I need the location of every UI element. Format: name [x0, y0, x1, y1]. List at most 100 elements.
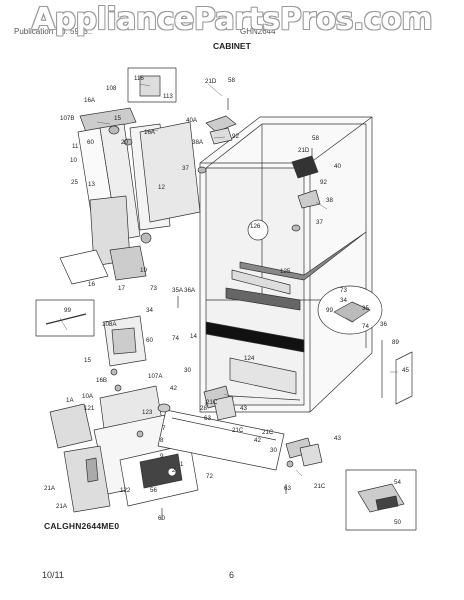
publication-header: Publication No: 5995..: [14, 27, 93, 36]
part-label-21C-d: 21C: [314, 483, 326, 490]
part-label-92-right: 92: [320, 179, 327, 186]
part-label-54: 54: [394, 479, 401, 486]
part-label-113: 113: [163, 93, 173, 100]
part-label-30-left: 30: [184, 367, 191, 374]
part-label-73-right: 73: [340, 287, 347, 294]
part-label-35: 35: [362, 305, 369, 312]
part-label-122: 122: [120, 487, 131, 494]
footer-page-number: 6: [229, 570, 235, 580]
part-label-37-left: 37: [182, 165, 189, 172]
part-label-107A: 107A: [148, 373, 163, 380]
part-label-56: 56: [150, 487, 157, 494]
part-label-2: 2: [172, 467, 176, 474]
part-label-1: 1: [180, 461, 184, 468]
kick-plate: [157, 403, 285, 471]
part-label-37-right: 37: [316, 219, 323, 226]
part-label-12: 12: [158, 184, 165, 191]
part-label-21C-a: 21C: [206, 399, 218, 406]
part-label-125: 125: [280, 268, 291, 275]
part-label-42-right: 42: [254, 437, 261, 444]
part-label-17: 17: [118, 285, 125, 292]
part-label-74-right: 74: [362, 323, 369, 330]
part-label-116: 116: [134, 75, 144, 82]
part-label-108: 108: [106, 85, 117, 92]
part-label-43-right: 43: [334, 435, 341, 442]
part-label-21C-c: 21C: [262, 429, 274, 436]
cabinet-shell: [199, 116, 373, 413]
part-label-20: 20: [121, 139, 128, 146]
part-label-21A-b: 21A: [56, 503, 68, 510]
part-label-34-right: 34: [340, 297, 347, 304]
part-label-92-top: 92: [232, 133, 239, 140]
part-label-99-left: 99: [64, 307, 71, 314]
part-label-63-left: 63: [204, 415, 211, 422]
part-label-35A: 35A: [172, 287, 184, 294]
part-label-30-right: 30: [270, 447, 277, 454]
part-label-13: 13: [88, 181, 95, 188]
hardware-screws: [161, 98, 313, 520]
door-stop-detail: [317, 285, 413, 405]
leader-lines: [59, 83, 398, 477]
part-label-16A-top: 16A: [84, 97, 96, 104]
part-label-89: 89: [392, 339, 399, 346]
part-label-7: 7: [162, 425, 166, 432]
installation-kit: [345, 469, 417, 531]
part-label-36A: 36A: [184, 287, 196, 294]
part-label-72: 72: [206, 473, 213, 480]
part-label-21A-a: 21A: [44, 485, 56, 492]
part-label-11: 11: [72, 143, 79, 150]
part-label-58-right: 58: [312, 135, 319, 142]
part-label-124: 124: [244, 355, 255, 362]
part-label-99-right: 99: [326, 307, 333, 314]
part-label-107B: 107B: [60, 115, 74, 122]
part-label-126: 126: [250, 223, 261, 230]
lower-hinge-parts: [203, 385, 323, 468]
part-label-15-mid: 15: [84, 357, 91, 364]
part-label-14: 14: [190, 333, 197, 340]
part-label-43-left: 43: [240, 405, 247, 412]
part-label-40A: 40A: [186, 117, 198, 124]
part-label-16B: 16B: [96, 377, 107, 384]
part-label-16A-mid: 16A: [144, 129, 156, 136]
part-label-45: 45: [402, 367, 409, 374]
part-label-74-left: 74: [172, 335, 179, 342]
part-label-38: 38: [326, 197, 333, 204]
part-label-1A: 1A: [66, 397, 74, 404]
upper-hinge-parts: [197, 115, 321, 241]
part-label-63-right: 63: [284, 485, 291, 492]
part-label-28: 28: [200, 405, 207, 412]
part-label-16: 16: [88, 281, 95, 288]
part-label-10A: 10A: [82, 393, 94, 400]
part-label-36: 36: [380, 321, 387, 328]
model-header: GHN2644: [240, 27, 276, 36]
part-label-10: 10: [70, 157, 77, 164]
section-title: CABINET: [213, 41, 251, 51]
part-label-8: 8: [160, 437, 164, 444]
wire-harness-box: [35, 299, 95, 337]
part-label-15-top: 15: [114, 115, 121, 122]
part-label-40: 40: [334, 163, 341, 170]
diagram-code: CALGHN2644ME0: [44, 521, 120, 531]
footer-date: 10/11: [42, 570, 64, 580]
part-label-21D-top: 21D: [205, 78, 217, 85]
part-label-121: 121: [84, 405, 95, 412]
part-label-34-left: 34: [146, 307, 153, 314]
part-label-73-left: 73: [150, 285, 157, 292]
part-label-42-left: 42: [170, 385, 177, 392]
part-label-108A: 108A: [102, 321, 117, 328]
air-duct-assembly: [59, 67, 201, 285]
part-label-25: 25: [71, 179, 78, 186]
part-label-60-mid: 60: [146, 337, 153, 344]
part-label-21D-right: 21D: [298, 147, 310, 154]
part-label-9: 9: [160, 453, 164, 460]
part-label-58-top: 58: [228, 77, 235, 84]
part-label-19: 19: [140, 267, 147, 274]
part-label-50: 50: [394, 519, 401, 526]
part-label-123: 123: [142, 409, 153, 416]
part-label-38A: 38A: [192, 139, 204, 146]
part-label-21C-b: 21C: [232, 427, 244, 434]
part-label-60-top: 60: [87, 139, 94, 146]
